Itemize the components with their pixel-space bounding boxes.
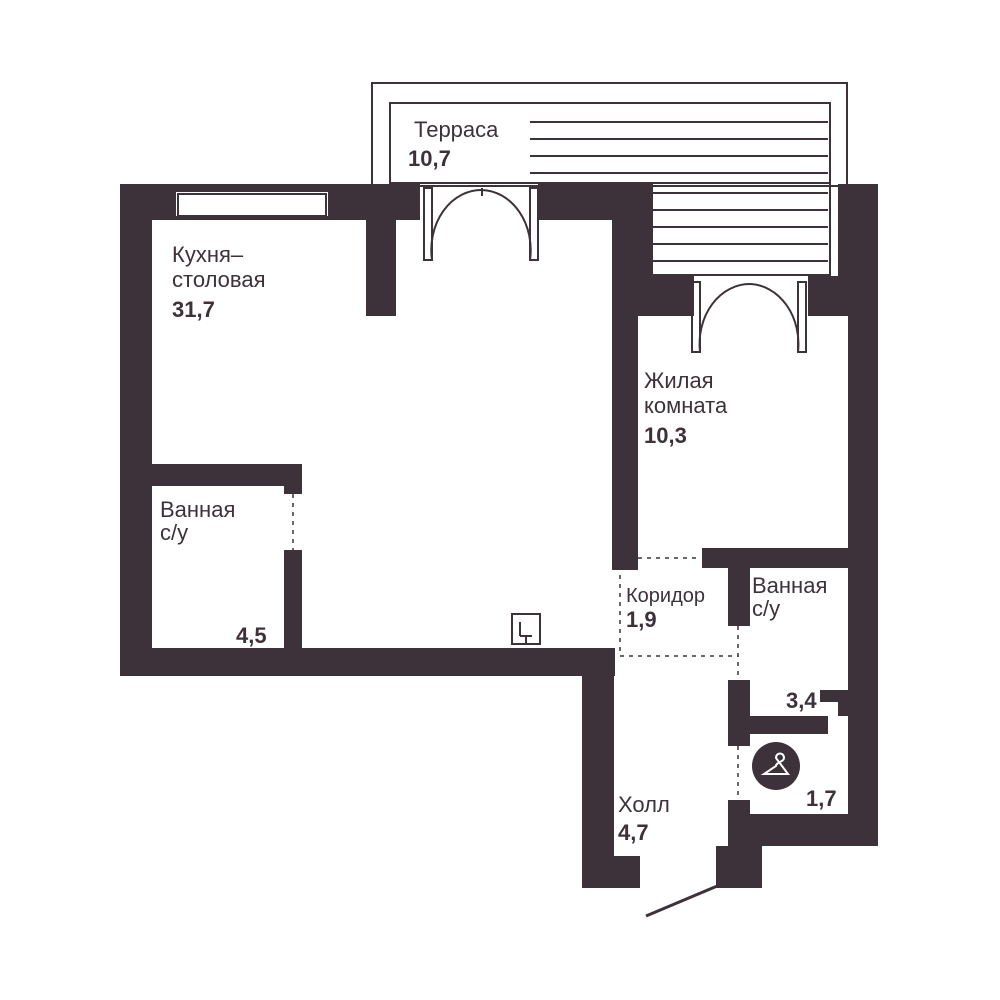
living-label-line2: комната [644, 393, 728, 418]
wardrobe-area: 1,7 [806, 786, 837, 811]
bath-right-label-line2: с/у [752, 596, 780, 621]
hall-label: Холл [618, 792, 670, 817]
living-label-line1: Жилая [644, 368, 714, 393]
corridor-label: Коридор [626, 585, 705, 607]
bath-left-label-line1: Ванная [160, 497, 235, 522]
hanger-icon [752, 742, 800, 790]
living-area: 10,3 [644, 423, 687, 448]
terrace-area: 10,7 [408, 146, 451, 171]
kitchen-label-line1: Кухня– [172, 242, 244, 267]
bath-left-label-line2: с/у [160, 520, 188, 545]
living-terrace-door [691, 281, 807, 353]
entrance-door [645, 882, 723, 918]
terrace-label: Терраса [414, 117, 499, 142]
hall-area: 4,7 [618, 820, 649, 845]
kitchen-label-line2: столовая [172, 267, 266, 292]
water-riser-icon [511, 613, 541, 645]
bath-right-label-line1: Ванная [752, 573, 827, 598]
terrace-deck-stripes [530, 121, 828, 262]
bath-right-area: 3,4 [786, 688, 817, 713]
kitchen-terrace-door [423, 187, 539, 261]
terrace-outline [371, 82, 848, 276]
dashed-openings [292, 494, 739, 800]
corridor-area: 1,9 [626, 607, 657, 632]
kitchen-window [176, 187, 328, 217]
kitchen-area: 31,7 [172, 297, 215, 322]
bath-left-area: 4,5 [236, 623, 267, 648]
